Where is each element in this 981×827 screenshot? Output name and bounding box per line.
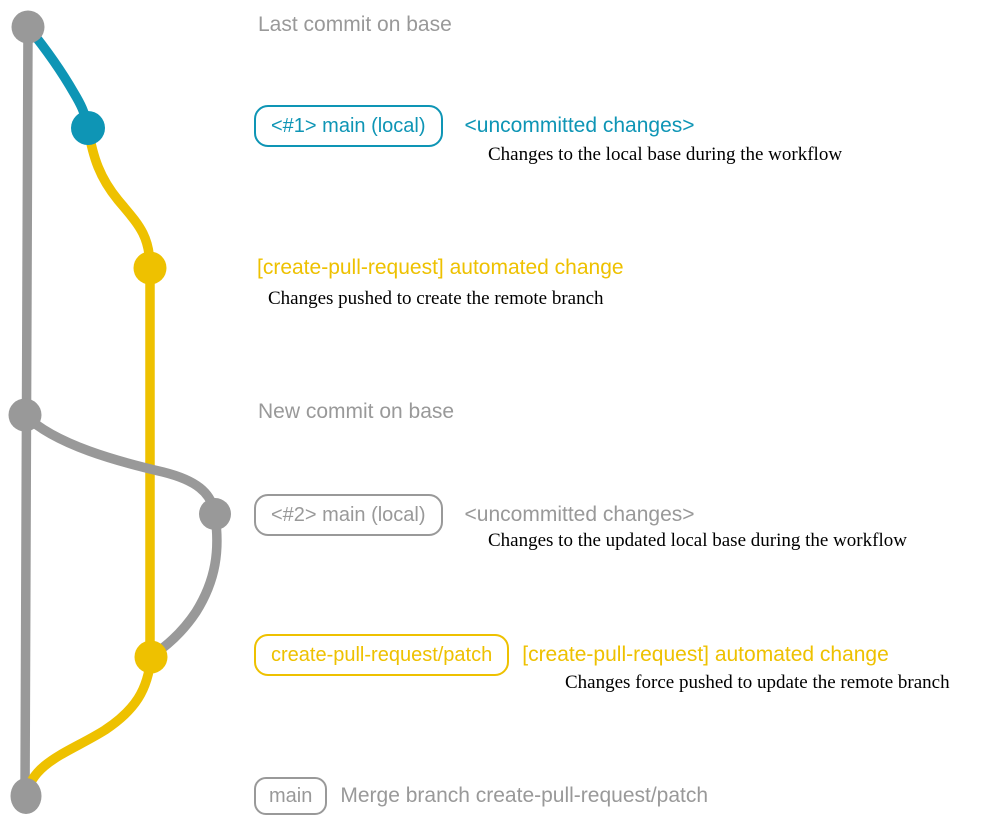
step4-heading: [create-pull-request] automated change [522, 643, 889, 666]
branch-label-main-local-1: <#1> main (local) [254, 105, 443, 147]
patch-branch-curve-1 [83, 123, 155, 273]
commit-dot-new-base [8, 398, 42, 432]
step5-heading: Merge branch create-pull-request/patch [340, 784, 709, 807]
step3-detail: Changes to the updated local base during… [488, 530, 907, 551]
step2-detail: Changes pushed to create the remote bran… [268, 288, 604, 309]
local-main-branch-curve-2a [20, 410, 220, 520]
git-graph [8, 10, 231, 814]
branch-label-patch: create-pull-request/patch [254, 634, 510, 676]
step1-detail: Changes to the local base during the wor… [488, 144, 843, 165]
step1-heading: <uncommitted changes> [464, 114, 695, 137]
step5-row: main Merge branch create-pull-request/pa… [254, 777, 708, 815]
step3-heading: <uncommitted changes> [464, 503, 695, 526]
step4-row: create-pull-request/patch [create-pull-r… [254, 634, 889, 676]
patch-branch-merge-curve [21, 652, 156, 801]
step3-row: <#2> main (local) <uncommitted changes> [254, 494, 695, 536]
local-main-branch-curve-2b [148, 510, 222, 660]
commit-dot-merge [10, 778, 42, 814]
step2-heading: [create-pull-request] automated change [257, 256, 624, 279]
local-main-branch-curve-1 [23, 22, 93, 133]
phase-label-last-commit: Last commit on base [258, 13, 452, 36]
step1-row: <#1> main (local) <uncommitted changes> [254, 105, 695, 147]
step4-detail: Changes force pushed to update the remot… [565, 672, 950, 693]
branch-label-main: main [254, 777, 328, 815]
commit-dot-last-base [11, 10, 45, 44]
branch-label-main-local-2: <#2> main (local) [254, 494, 443, 536]
phase-label-new-commit: New commit on base [258, 400, 455, 423]
commit-dot-local-main-2 [199, 498, 231, 530]
commit-dot-patch-1 [133, 251, 167, 285]
commit-dot-local-main-1 [71, 111, 105, 145]
commit-dot-patch-2 [134, 640, 168, 674]
